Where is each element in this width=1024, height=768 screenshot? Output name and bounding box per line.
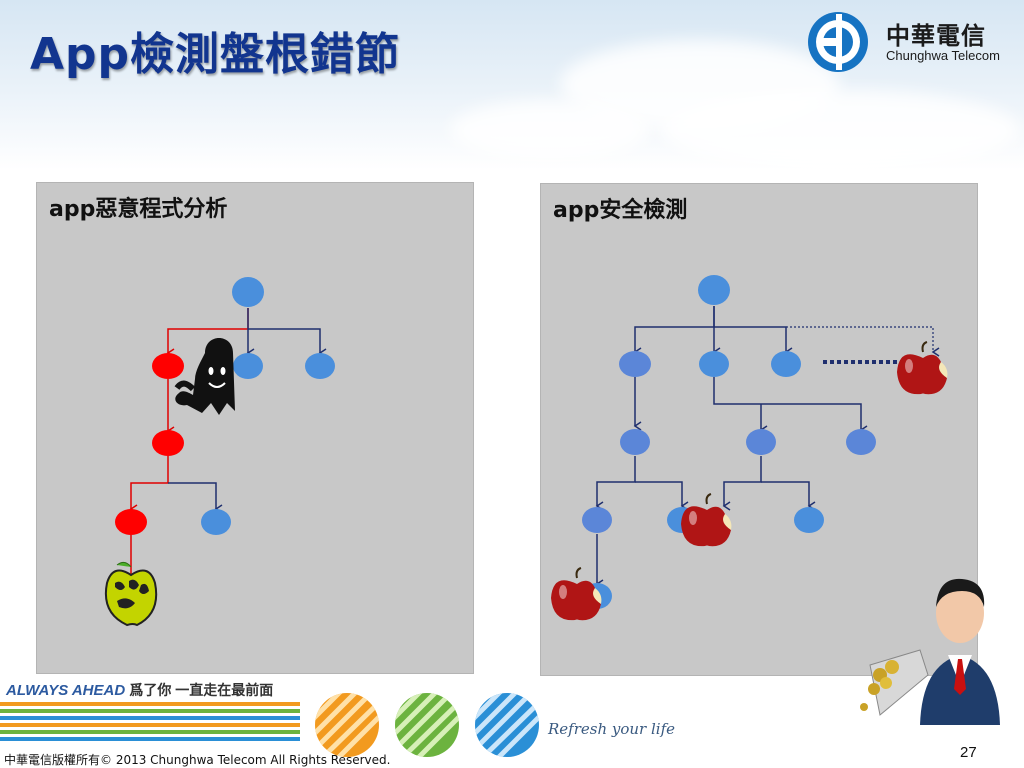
slide-title: App檢測盤根錯節 xyxy=(30,29,401,80)
bitten-apple-icon xyxy=(681,493,732,547)
tree-node xyxy=(746,429,776,455)
slogan-en: ALWAYS AHEAD xyxy=(6,682,126,699)
tree-node xyxy=(619,351,651,377)
malware-analysis-panel: app惡意程式分析 xyxy=(36,182,474,674)
tree-node xyxy=(582,507,612,533)
sky-background xyxy=(0,0,1024,170)
bitten-apple-icon xyxy=(897,341,948,395)
edge xyxy=(168,482,223,514)
bitten-apple-icon xyxy=(551,567,602,621)
footer-slogan: ALWAYS AHEAD 爲了你 一直走在最前面 xyxy=(6,680,273,700)
security-check-panel: app安全檢測 xyxy=(540,183,978,676)
malware-analysis-title: app惡意程式分析 xyxy=(49,197,228,222)
businessman-icon xyxy=(860,578,1000,725)
infected-node xyxy=(115,509,147,535)
chunghwa-logo-icon xyxy=(808,12,868,72)
infected-node xyxy=(152,430,184,456)
footer-balls xyxy=(315,693,539,757)
tree-node xyxy=(846,429,876,455)
root-node xyxy=(698,275,730,305)
logo-name-en: Chunghwa Telecom xyxy=(886,48,1000,63)
tree-node xyxy=(201,509,231,535)
footer-tagline: Refresh your life xyxy=(548,720,676,738)
tree-node xyxy=(699,351,729,377)
page-number: 27 xyxy=(960,744,977,761)
root-node xyxy=(232,277,264,307)
footer-stripes xyxy=(0,702,300,741)
infected-node xyxy=(152,353,184,379)
tree-node xyxy=(305,353,335,379)
logo-name-cn: 中華電信 xyxy=(886,22,986,50)
tree-node xyxy=(620,429,650,455)
chunghwa-logo: 中華電信 Chunghwa Telecom xyxy=(806,10,1006,74)
tree-node xyxy=(233,353,263,379)
slogan-cn: 爲了你 一直走在最前面 xyxy=(129,682,274,698)
edge xyxy=(129,455,169,514)
tree-node xyxy=(771,351,801,377)
ghost-icon xyxy=(174,338,235,415)
copyright-text: 中華電信版權所有© 2013 Chunghwa Telecom All Righ… xyxy=(4,753,391,767)
security-check-title: app安全檢測 xyxy=(553,198,688,223)
tree-node xyxy=(794,507,824,533)
security-tree-diagram xyxy=(551,275,948,621)
malware-tree-diagram xyxy=(105,277,335,627)
edge xyxy=(248,328,327,358)
poison-apple-icon xyxy=(105,561,158,627)
